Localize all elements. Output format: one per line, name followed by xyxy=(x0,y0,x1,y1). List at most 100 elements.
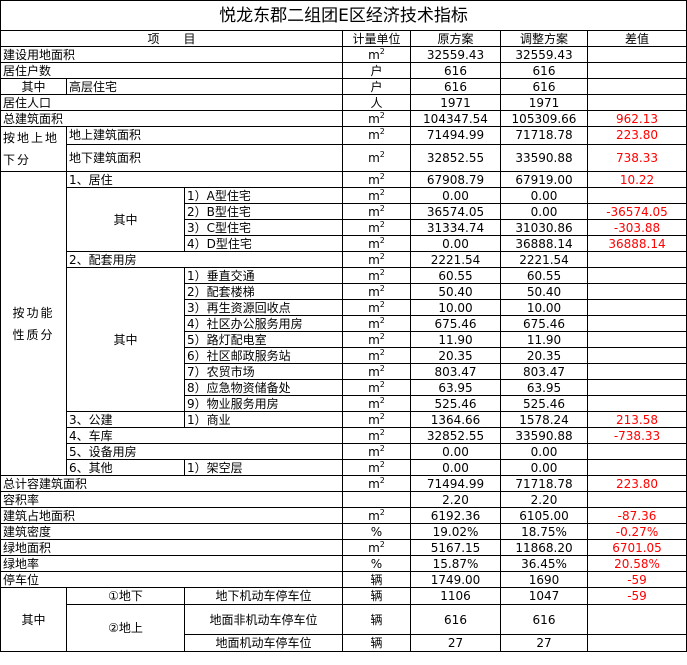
adjusted-value: 11.90 xyxy=(500,331,588,348)
row-label: 6）社区邮政服务站 xyxy=(184,347,343,364)
row-label: 5）路灯配电室 xyxy=(184,331,343,348)
difference-value: -59 xyxy=(587,571,687,588)
original-value: 31334.74 xyxy=(410,219,501,236)
unit-cell: % xyxy=(342,523,411,540)
adjusted-value: 1690 xyxy=(500,571,588,588)
original-value: 10.00 xyxy=(410,299,501,316)
unit-cell: m2 xyxy=(342,251,411,268)
original-value: 104347.54 xyxy=(410,110,501,127)
adjusted-value: 616 xyxy=(500,604,588,635)
row-label: 总建筑面积 xyxy=(0,110,343,127)
adjusted-value: 0.00 xyxy=(500,443,588,460)
row-label: 地下机动车停车位 xyxy=(184,587,343,605)
original-value: 616 xyxy=(410,62,501,79)
row-label: 绿地率 xyxy=(0,555,343,572)
row-label: 绿地面积 xyxy=(0,539,343,556)
difference-value xyxy=(587,379,687,396)
adjusted-value: 105309.66 xyxy=(500,110,588,127)
row-label: 居住人口 xyxy=(0,94,343,111)
original-value: 2221.54 xyxy=(410,251,501,268)
row-label: 1、居住 xyxy=(66,171,343,188)
difference-value xyxy=(587,299,687,316)
original-value: 0.00 xyxy=(410,443,501,460)
difference-value: 6701.05 xyxy=(587,539,687,556)
difference-value: -87.36 xyxy=(587,507,687,524)
adjusted-value: 36888.14 xyxy=(500,235,588,252)
adjusted-value: 1971 xyxy=(500,94,588,111)
adjusted-value: 32559.43 xyxy=(500,46,588,63)
row-label: 居住户数 xyxy=(0,62,343,79)
row-label: 建设用地面积 xyxy=(0,46,343,63)
group-label: 其中 xyxy=(0,78,67,95)
unit-cell: m2 xyxy=(342,379,411,396)
unit-cell: m2 xyxy=(342,539,411,556)
row-sublabel: ①地下 xyxy=(66,587,185,605)
group-label: 其中 xyxy=(0,587,67,652)
adjusted-value: 803.47 xyxy=(500,363,588,380)
row-label: 停车位 xyxy=(0,571,343,588)
original-value: 675.46 xyxy=(410,315,501,332)
row-label: 8）应急物资储备处 xyxy=(184,379,343,396)
row-label: 9）物业服务用房 xyxy=(184,395,343,412)
header-original: 原方案 xyxy=(410,30,501,47)
row-label: 7）农贸市场 xyxy=(184,363,343,380)
unit-cell: 人 xyxy=(342,94,411,111)
header-item: 项 目 xyxy=(0,30,343,47)
row-label: 地面机动车停车位 xyxy=(184,634,343,652)
difference-value: 738.33 xyxy=(587,143,687,173)
adjusted-value: 33590.88 xyxy=(500,427,588,444)
adjusted-value: 36.45% xyxy=(500,555,588,572)
row-label: 地下建筑面积 xyxy=(66,143,343,173)
original-value: 1106 xyxy=(410,587,501,605)
header-difference: 差值 xyxy=(587,30,687,47)
unit-cell: m2 xyxy=(342,427,411,444)
original-value: 63.95 xyxy=(410,379,501,396)
original-value: 15.87% xyxy=(410,555,501,572)
difference-value: -36574.05 xyxy=(587,203,687,220)
row-label: 2、配套用房 xyxy=(66,251,343,268)
difference-value xyxy=(587,604,687,635)
adjusted-value: 1578.24 xyxy=(500,411,588,428)
original-value: 60.55 xyxy=(410,267,501,284)
adjusted-value: 525.46 xyxy=(500,395,588,412)
original-value: 11.90 xyxy=(410,331,501,348)
row-label: 容积率 xyxy=(0,491,343,508)
difference-value xyxy=(587,94,687,111)
row-label: 地上建筑面积 xyxy=(66,126,343,145)
unit-cell: m2 xyxy=(342,235,411,252)
original-value: 0.00 xyxy=(410,459,501,476)
unit-cell: m2 xyxy=(342,347,411,364)
adjusted-value: 10.00 xyxy=(500,299,588,316)
original-value: 525.46 xyxy=(410,395,501,412)
difference-value: 213.58 xyxy=(587,411,687,428)
unit-cell: 户 xyxy=(342,78,411,95)
row-label: 1）垂直交通 xyxy=(184,267,343,284)
unit-cell: m2 xyxy=(342,126,411,145)
group-label: 其中 xyxy=(66,187,185,252)
difference-value xyxy=(587,491,687,508)
adjusted-value: 27 xyxy=(500,634,588,652)
original-value: 5167.15 xyxy=(410,539,501,556)
difference-value xyxy=(587,46,687,63)
unit-cell: m2 xyxy=(342,443,411,460)
original-value: 6192.36 xyxy=(410,507,501,524)
unit-cell: m2 xyxy=(342,411,411,428)
unit-cell: m2 xyxy=(342,267,411,284)
original-value: 36574.05 xyxy=(410,203,501,220)
adjusted-value: 616 xyxy=(500,78,588,95)
difference-value xyxy=(587,187,687,204)
group-label: 按地上地下分 xyxy=(0,126,67,172)
original-value: 1971 xyxy=(410,94,501,111)
difference-value: -0.27% xyxy=(587,523,687,540)
unit-cell: m2 xyxy=(342,331,411,348)
group-label: 其中 xyxy=(66,267,185,412)
header-adjusted: 调整方案 xyxy=(500,30,588,47)
group-label: 按功能性质分 xyxy=(0,171,67,476)
difference-value xyxy=(587,347,687,364)
difference-value: -738.33 xyxy=(587,427,687,444)
adjusted-value: 616 xyxy=(500,62,588,79)
unit-cell: m2 xyxy=(342,46,411,63)
adjusted-value: 0.00 xyxy=(500,203,588,220)
unit-cell: m2 xyxy=(342,219,411,236)
